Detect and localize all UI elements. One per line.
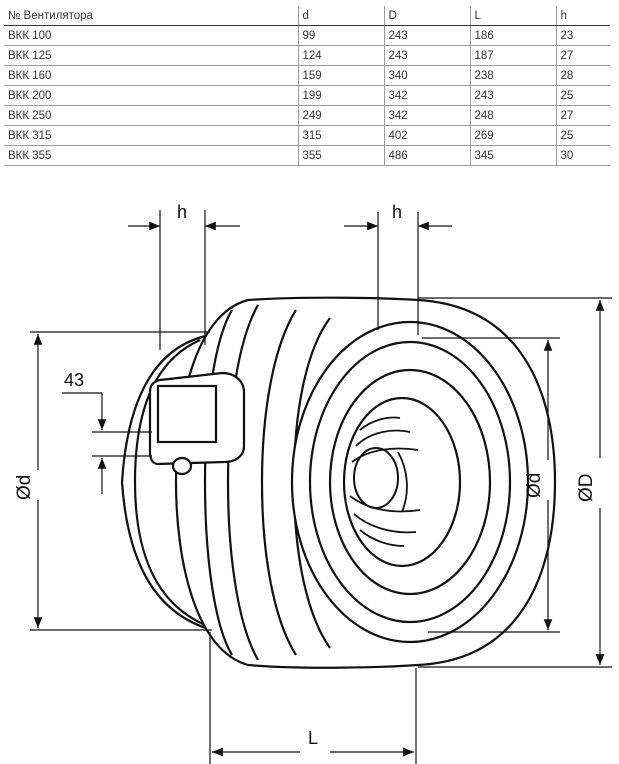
- cell-model: ВКК 200: [4, 85, 298, 106]
- casing-groove-1: [203, 309, 233, 656]
- cell-D: 486: [383, 145, 470, 166]
- impeller-blades: [349, 416, 421, 547]
- header-D: D: [383, 6, 470, 26]
- terminal-box-lid: [156, 384, 218, 444]
- cell-L: 248: [469, 105, 556, 126]
- cell-D: 342: [383, 105, 470, 126]
- dimension-label-h-right: h: [392, 202, 402, 222]
- cell-d: 99: [297, 25, 384, 46]
- cell-d: 124: [297, 45, 384, 66]
- cell-d: 199: [297, 85, 384, 106]
- table-row: ВКК 200 199 342 243 25: [4, 85, 610, 106]
- cell-model: ВКК 160: [4, 65, 298, 86]
- casing-groove-3: [260, 309, 297, 656]
- dimension-label-d-right: Ød: [524, 473, 545, 498]
- rear-rim: [133, 338, 206, 627]
- cell-d: 159: [297, 65, 384, 86]
- cell-h: 27: [555, 45, 610, 66]
- cell-h: 28: [555, 65, 610, 86]
- cell-model: ВКК 125: [4, 45, 298, 66]
- specification-table: № Вентилятора d D L h ВКК 100 99 243 186…: [4, 6, 610, 166]
- cell-L: 186: [469, 25, 556, 46]
- cell-L: 345: [469, 145, 556, 166]
- dimension-lines: [30, 210, 612, 764]
- cell-L: 243: [469, 85, 556, 106]
- inlet-ring-mid: [308, 340, 512, 624]
- fan-dimension-drawing: h h 43 Ød Ød ØD L: [14, 202, 612, 764]
- cell-D: 342: [383, 85, 470, 106]
- cell-d: 315: [297, 125, 384, 146]
- cell-model: ВКК 100: [4, 25, 298, 46]
- cell-D: 340: [383, 65, 470, 86]
- dimension-label-h-left: h: [177, 202, 187, 222]
- cell-h: 25: [555, 125, 610, 146]
- cell-D: 243: [383, 45, 470, 66]
- cell-L: 187: [469, 45, 556, 66]
- table-row: ВКК 355 355 486 345 30: [4, 145, 610, 166]
- table-row: ВКК 125 124 243 187 27: [4, 45, 610, 66]
- fan-body: [120, 296, 557, 669]
- dimension-label-D: ØD: [576, 474, 597, 503]
- cell-d: 355: [297, 145, 384, 166]
- header-L: L: [469, 6, 556, 26]
- inlet-ring-inner: [328, 368, 492, 596]
- cell-L: 238: [469, 65, 556, 86]
- cell-h: 25: [555, 85, 610, 106]
- dimension-label-d-left: Ød: [14, 475, 35, 500]
- table-header-row: № Вентилятора d D L h: [4, 6, 610, 26]
- cable-gland: [171, 456, 193, 476]
- casing-groove-2: [226, 304, 259, 661]
- cell-model: ВКК 315: [4, 125, 298, 146]
- cell-model: ВКК 355: [4, 145, 298, 166]
- header-d: d: [297, 6, 384, 26]
- cell-model: ВКК 250: [4, 105, 298, 126]
- table-row: ВКК 315 315 402 269 25: [4, 125, 610, 146]
- inlet-ring-outer: [290, 320, 530, 644]
- cell-d: 249: [297, 105, 384, 126]
- cell-h: 30: [555, 145, 610, 166]
- header-h: h: [555, 6, 610, 26]
- dimension-label-L: L: [308, 728, 318, 748]
- cell-L: 269: [469, 125, 556, 146]
- header-model: № Вентилятора: [4, 6, 298, 26]
- cell-D: 402: [383, 125, 470, 146]
- cell-h: 23: [555, 25, 610, 46]
- table-row: ВКК 100 99 243 186 23: [4, 25, 610, 46]
- cell-D: 243: [383, 25, 470, 46]
- cell-h: 27: [555, 105, 610, 126]
- dimension-label-43: 43: [64, 370, 84, 390]
- table-row: ВКК 160 159 340 238 28: [4, 65, 610, 86]
- table-row: ВКК 250 249 342 248 27: [4, 105, 610, 126]
- inlet-opening: [342, 396, 462, 568]
